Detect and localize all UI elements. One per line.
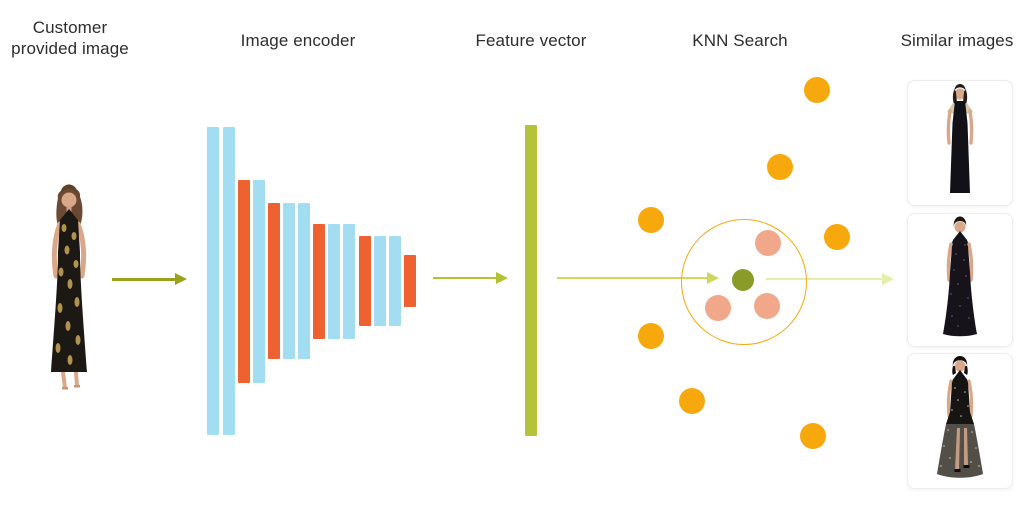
feature-vector-bar	[525, 125, 537, 436]
encoder-bar-blue	[223, 127, 235, 435]
encoder-bar-blue	[343, 223, 355, 339]
encoder-bar-blue	[374, 236, 386, 326]
encoder-bar-orange	[313, 223, 325, 339]
arrow-knn-to-similar-head	[882, 272, 894, 285]
similar-image-card-3	[907, 353, 1013, 489]
label-customer-provided-image: Customer provided image	[11, 18, 129, 58]
knn-candidate-dot	[824, 224, 850, 250]
arrow-encoder-to-feature	[433, 276, 498, 280]
arrow-image-to-encoder-head	[175, 272, 187, 285]
encoder-bar-blue	[253, 179, 265, 383]
encoder-bar-orange	[359, 236, 371, 326]
encoder-bar-blue	[298, 203, 310, 359]
knn-neighbor-dot	[755, 230, 781, 256]
encoder-bar-blue	[207, 127, 219, 435]
knn-neighborhood-ring	[681, 219, 807, 345]
knn-candidate-dot	[804, 77, 830, 103]
arrow-knn-to-similar	[766, 277, 884, 281]
label-image-encoder: Image encoder	[240, 31, 356, 50]
arrow-image-to-encoder	[112, 277, 177, 281]
encoder-bar-blue	[283, 203, 295, 359]
customer-photo-illustration	[51, 184, 87, 390]
arrow-feature-to-knn	[557, 276, 709, 280]
knn-neighbor-dot	[754, 293, 780, 319]
knn-candidate-dot	[800, 423, 826, 449]
similar-image-card-2	[907, 213, 1013, 347]
encoder-bar-blue	[328, 223, 340, 339]
knn-candidate-dot	[679, 388, 705, 414]
arrow-encoder-to-feature-head	[496, 271, 508, 284]
similar-dress-2-illustration	[943, 216, 977, 337]
knn-candidate-dot	[638, 323, 664, 349]
knn-query-dot	[732, 269, 754, 291]
similar-image-card-1	[907, 80, 1013, 206]
encoder-bar-blue	[389, 236, 401, 326]
encoder-bar-orange	[238, 179, 250, 383]
customer-photo	[30, 180, 108, 402]
knn-candidate-dot	[767, 154, 793, 180]
encoder-bar-orange	[268, 203, 280, 359]
similar-dress-1-illustration	[946, 84, 974, 193]
knn-candidate-dot	[638, 207, 664, 233]
similar-dress-3-illustration	[937, 356, 983, 478]
encoder-bar-orange	[404, 255, 416, 307]
label-similar-images: Similar images	[900, 31, 1014, 50]
label-knn-search: KNN Search	[692, 31, 788, 50]
knn-neighbor-dot	[705, 295, 731, 321]
label-feature-vector: Feature vector	[475, 31, 587, 50]
